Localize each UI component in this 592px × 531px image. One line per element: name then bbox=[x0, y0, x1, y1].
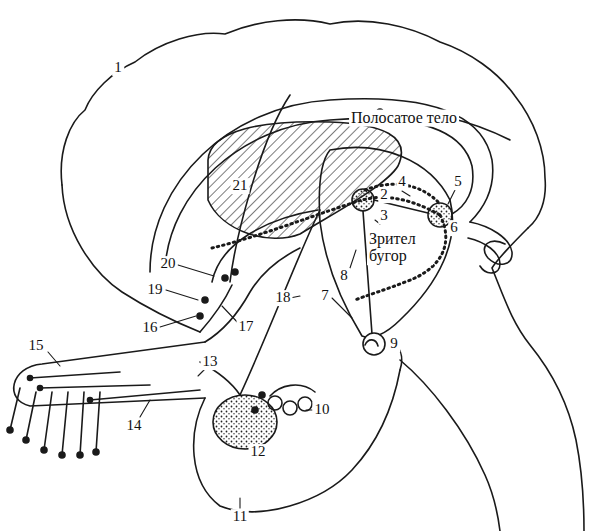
fibre bbox=[270, 385, 315, 396]
fornix-loop bbox=[470, 222, 512, 264]
brainstem-inner bbox=[400, 360, 500, 531]
hippocampus-loop bbox=[268, 396, 282, 410]
tract bbox=[365, 340, 378, 346]
structure-name: Полосатое тело bbox=[349, 110, 459, 127]
callout-number: 8 bbox=[338, 268, 350, 284]
callout-number: 6 bbox=[448, 220, 460, 236]
callout-number: 13 bbox=[201, 354, 220, 370]
callout-number: 11 bbox=[231, 509, 249, 525]
mammillary-body bbox=[363, 333, 385, 355]
olfactory-neurons bbox=[7, 109, 510, 458]
callout-number: 20 bbox=[159, 256, 178, 272]
callout-number: 15 bbox=[27, 338, 46, 354]
callout-number: 12 bbox=[249, 444, 268, 460]
callout-number: 16 bbox=[141, 320, 160, 336]
callout-number: 10 bbox=[313, 402, 332, 418]
hippocampus-loop bbox=[298, 397, 312, 411]
callout-number: 3 bbox=[378, 208, 390, 224]
callout-number: 2 bbox=[378, 187, 390, 203]
brainstem-outline bbox=[492, 228, 584, 531]
structure-name: Зрител бугор bbox=[367, 231, 433, 265]
callout-number: 9 bbox=[388, 336, 400, 352]
callout-number: 5 bbox=[452, 174, 464, 190]
frontal-base bbox=[62, 185, 200, 332]
callout-number: 18 bbox=[274, 290, 293, 306]
striatum bbox=[208, 122, 401, 239]
callout-number: 17 bbox=[237, 319, 256, 335]
leader-lines bbox=[48, 190, 455, 508]
callout-number: 19 bbox=[146, 282, 165, 298]
nucleus bbox=[352, 189, 374, 211]
temporal-lobe bbox=[194, 370, 400, 512]
hippocampus-loop bbox=[283, 401, 297, 415]
callout-number: 21 bbox=[231, 178, 250, 194]
fibre bbox=[205, 248, 300, 342]
tract bbox=[363, 211, 372, 334]
callout-number: 1 bbox=[112, 60, 124, 76]
thalamus-outline bbox=[319, 147, 452, 337]
fornix-loop bbox=[468, 238, 500, 273]
callout-number: 14 bbox=[125, 418, 144, 434]
callout-number: 4 bbox=[396, 174, 408, 190]
callout-number: 7 bbox=[319, 288, 331, 304]
